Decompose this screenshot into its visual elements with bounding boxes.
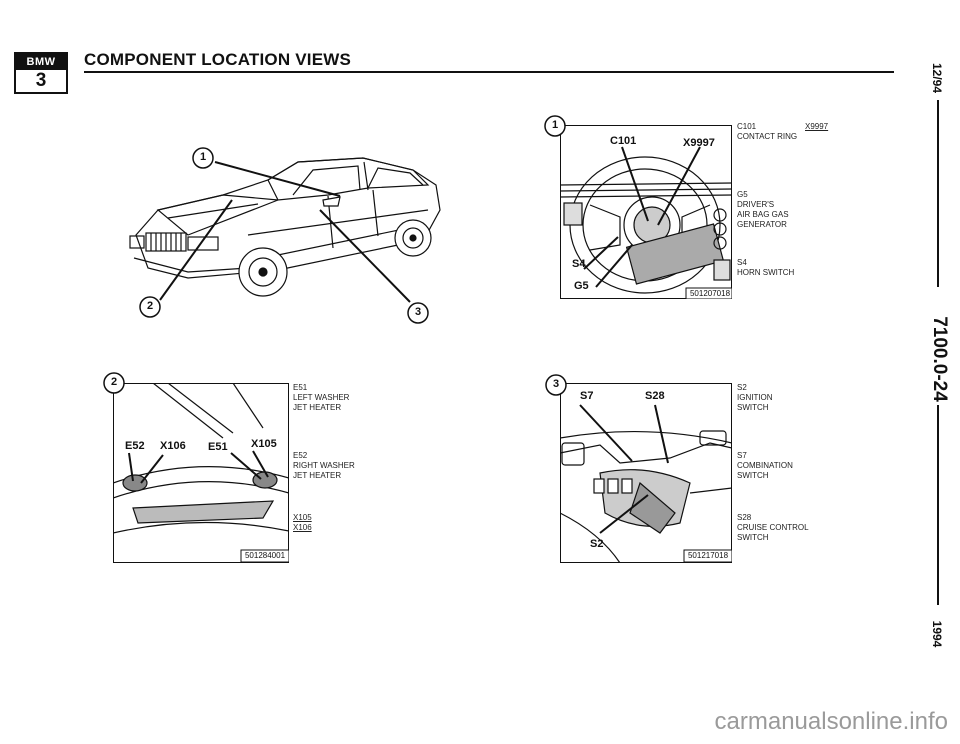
legend-desc: RIGHT WASHER	[293, 461, 355, 470]
legend-code: S4	[737, 258, 747, 267]
legend-code: E52	[293, 451, 308, 460]
legend-extra-code: X9997	[805, 122, 829, 131]
legend-desc: DRIVER'S	[737, 200, 775, 209]
legend-desc: CONTACT RING	[737, 132, 798, 141]
legend-desc: JET HEATER	[293, 403, 342, 412]
site-watermark: carmanualsonline.info	[714, 708, 948, 735]
margin-line-middle	[937, 405, 939, 605]
view-3-label-s7: S7	[580, 390, 594, 402]
view-3-image-id: 501217018	[687, 551, 729, 560]
legend-code: X106	[293, 523, 312, 532]
legend-code: S7	[737, 451, 747, 460]
view-1-steering-wheel-photo	[560, 125, 732, 299]
legend-code: S2	[737, 383, 747, 392]
legend-code: S28	[737, 513, 752, 522]
view-1-legend: C101 X9997 CONTACT RING G5 DRIVER'S AIR B…	[737, 122, 828, 278]
view-3-legend: S2 IGNITION SWITCH S7 COMBINATION SWITCH…	[737, 383, 809, 543]
overview-callout-1: 1	[199, 151, 207, 163]
view-1-label-x9997: X9997	[683, 137, 715, 149]
legend-desc: GENERATOR	[737, 220, 787, 229]
legend-desc: COMBINATION	[737, 461, 793, 470]
view-2-label-e52: E52	[125, 440, 145, 452]
view-2-number: 2	[110, 376, 118, 388]
overview-callout-3: 3	[414, 306, 422, 318]
view-2-image-id: 501284001	[244, 551, 286, 560]
view-3-steering-column-photo	[560, 383, 732, 563]
legend-desc: AIR BAG GAS	[737, 210, 789, 219]
overview-callout-2: 2	[146, 300, 154, 312]
header-rule	[84, 71, 894, 73]
view-3-label-s28: S28	[645, 390, 665, 402]
view-3-number: 3	[552, 378, 560, 390]
legend-desc: JET HEATER	[293, 471, 342, 480]
vehicle-overview-illustration	[129, 157, 441, 297]
legend-desc: SWITCH	[737, 403, 769, 412]
legend-desc: SWITCH	[737, 533, 769, 542]
legend-code: G5	[737, 190, 748, 199]
legend-code: C101	[737, 122, 757, 131]
view-1-label-s4: S4	[572, 258, 586, 270]
view-3-number-circle	[545, 374, 567, 396]
margin-date: 12/94	[930, 62, 944, 94]
logo-series: 3	[35, 70, 47, 91]
legend-desc: LEFT WASHER	[293, 393, 350, 402]
legend-code: X105	[293, 513, 312, 522]
margin-year: 1994	[930, 620, 944, 648]
view-2-label-e51: E51	[208, 441, 228, 453]
view-2-washer-jet-photo	[113, 383, 289, 563]
view-2-label-x106: X106	[160, 440, 186, 452]
legend-desc: SWITCH	[737, 471, 769, 480]
view-2-legend: E51 LEFT WASHER JET HEATER E52 RIGHT WAS…	[293, 383, 355, 533]
legend-code: E51	[293, 383, 308, 392]
view-1-label-c101: C101	[610, 135, 637, 147]
view-1-image-id: 501207018	[689, 289, 731, 298]
view-1-number: 1	[551, 119, 559, 131]
page-title: COMPONENT LOCATION VIEWS	[84, 50, 352, 69]
view-1-number-circle	[544, 115, 566, 137]
logo-brand: BMW	[16, 54, 66, 70]
view-3-label-s2: S2	[590, 538, 604, 550]
legend-desc: CRUISE CONTROL	[737, 523, 809, 532]
view-1-label-g5: G5	[574, 280, 589, 292]
margin-section-number: 7100.0-24	[929, 316, 950, 402]
view-2-number-circle	[103, 372, 125, 394]
legend-desc: IGNITION	[737, 393, 773, 402]
bmw-3-series-logo: BMW 3	[14, 52, 68, 94]
legend-desc: HORN SWITCH	[737, 268, 795, 277]
margin-line-top	[937, 100, 939, 287]
view-2-label-x105: X105	[251, 438, 277, 450]
